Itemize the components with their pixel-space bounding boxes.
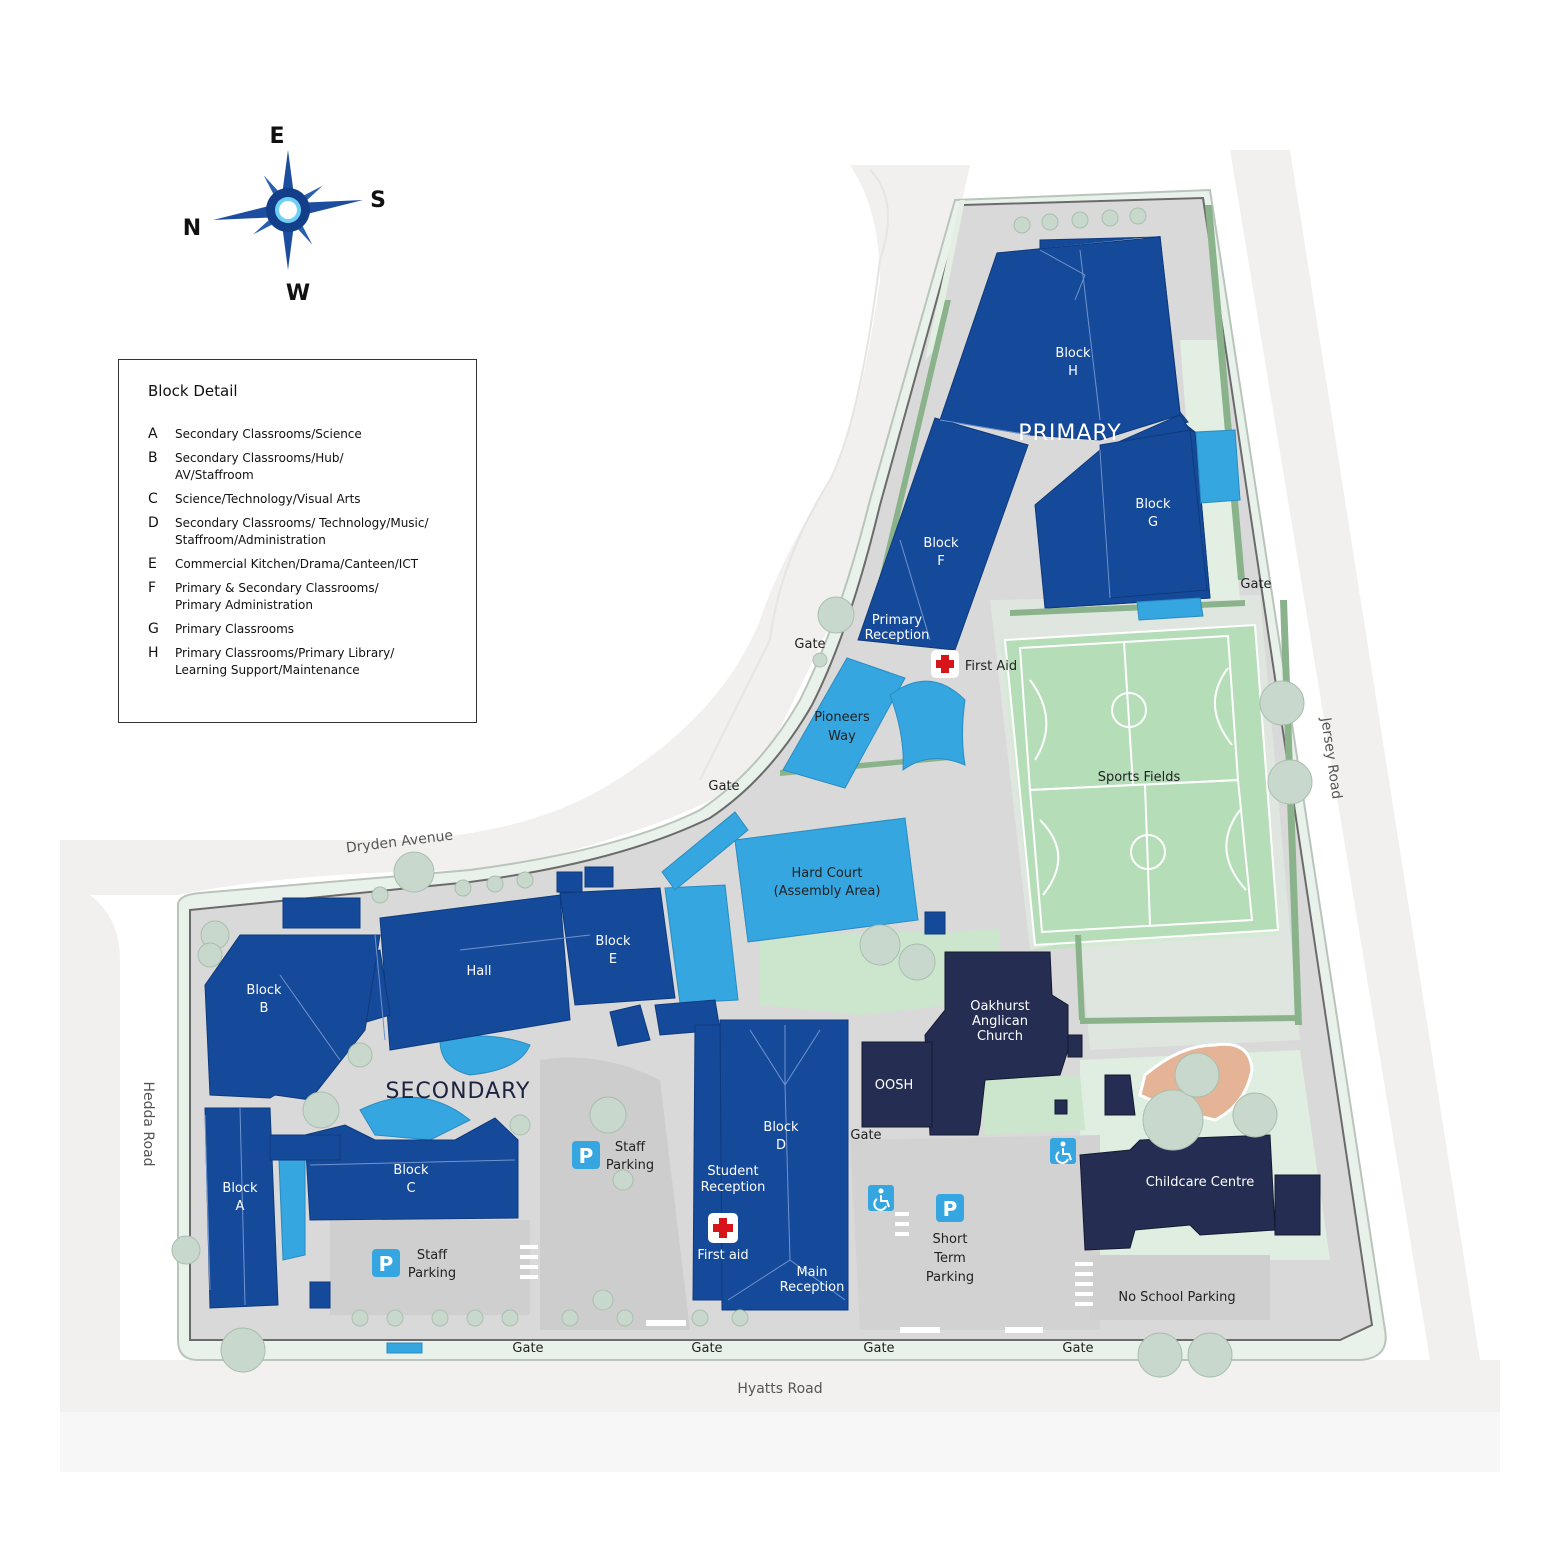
legend-desc: Primary Classrooms/Primary Library/ Lear…	[175, 646, 395, 677]
legend-desc: Secondary Classrooms/Hub/ AV/Staffroom	[175, 451, 344, 482]
legend-key: F	[148, 580, 157, 596]
legend-desc: Primary Classrooms	[175, 622, 295, 636]
accessible-parking-icon	[868, 1185, 894, 1211]
legend-item: F Primary & Secondary Classrooms/ Primary…	[148, 580, 468, 614]
gate-label: Gate	[1240, 577, 1271, 592]
no-school-parking-label: No School Parking	[1118, 1290, 1235, 1305]
roads-layer	[60, 150, 1500, 1472]
pioneers-way-roof	[782, 657, 906, 789]
compass-west-label: W	[286, 281, 310, 306]
legend-item: H Primary Classrooms/Primary Library/ Lea…	[148, 645, 468, 679]
parking-icon: P	[372, 1249, 400, 1277]
childcare-label: Childcare Centre	[1146, 1175, 1255, 1190]
first-aid-icon	[708, 1213, 738, 1243]
legend-item: E Commercial Kitchen/Drama/Canteen/ICT	[148, 556, 468, 573]
legend-key: C	[148, 491, 158, 507]
legend-desc: Science/Technology/Visual Arts	[175, 492, 361, 506]
hard-court-label: Hard Court(Assembly Area)	[774, 866, 881, 899]
legend-desc: Commercial Kitchen/Drama/Canteen/ICT	[175, 557, 419, 571]
gate-marks	[646, 1320, 1043, 1333]
compass-north-label: N	[183, 216, 201, 241]
legend-title: Block Detail	[148, 382, 238, 400]
svg-text:P: P	[379, 1252, 394, 1276]
legend-item: A Secondary Classrooms/Science	[148, 426, 468, 443]
compass-rose	[213, 150, 363, 270]
block-g	[1099, 429, 1208, 599]
light-structures	[278, 429, 1241, 1354]
oosh-building	[861, 1041, 933, 1128]
gate-label: Gate	[850, 1128, 881, 1143]
block-e	[559, 887, 676, 1006]
zone-label-secondary: SECONDARY	[386, 1079, 531, 1104]
svg-text:P: P	[579, 1144, 594, 1168]
dark-buildings	[861, 951, 1321, 1251]
first-aid-label-secondary: First aid	[697, 1248, 748, 1263]
sports-fields	[1003, 623, 1280, 947]
childcare-building	[1079, 1134, 1276, 1251]
block-c	[304, 1117, 519, 1221]
legend-list: A Secondary Classrooms/Science B Secondary…	[148, 426, 468, 686]
hard-court-roof	[734, 817, 919, 943]
gate-label: Gate	[1062, 1341, 1093, 1356]
legend-item: C Science/Technology/Visual Arts	[148, 491, 468, 508]
block-detail-legend: Block Detail A Secondary Classrooms/Scien…	[118, 359, 477, 723]
compass-south-label: S	[370, 188, 386, 213]
trees	[171, 207, 1313, 1378]
gate-label: Gate	[794, 637, 825, 652]
gate-label: Gate	[708, 779, 739, 794]
first-aid-label-primary: First Aid	[965, 659, 1017, 674]
block-f	[857, 417, 1029, 651]
church	[924, 951, 1069, 1136]
secondary-buildings	[204, 866, 946, 1311]
legend-item: D Secondary Classrooms/ Technology/Music/…	[148, 515, 468, 549]
gate-label: Gate	[691, 1341, 722, 1356]
parking-icon: P	[936, 1194, 964, 1222]
compass-east-label: E	[269, 124, 284, 149]
zone-label-primary: PRIMARY	[1018, 421, 1121, 446]
road-label-hyatts: Hyatts Road	[737, 1381, 822, 1397]
legend-desc: Secondary Classrooms/ Technology/Music/ …	[175, 516, 429, 547]
legend-key: G	[148, 621, 159, 637]
parking-icon: P	[572, 1141, 600, 1169]
legend-key: E	[148, 556, 157, 572]
oosh-label: OOSH	[875, 1078, 914, 1093]
legend-desc: Primary & Secondary Classrooms/ Primary …	[175, 581, 379, 612]
svg-text:P: P	[943, 1197, 958, 1221]
crossings	[520, 1212, 1093, 1306]
legend-key: D	[148, 515, 159, 531]
gate-label: Gate	[863, 1341, 894, 1356]
sports-fields-label: Sports Fields	[1098, 770, 1181, 785]
legend-key: A	[148, 426, 158, 442]
legend-key: H	[148, 645, 159, 661]
road-label-hedda: Hedda Road	[140, 1081, 156, 1166]
first-aid-icon	[931, 650, 959, 678]
legend-item: B Secondary Classrooms/Hub/ AV/Staffroom	[148, 450, 468, 484]
legend-key: B	[148, 450, 158, 466]
primary-buildings	[857, 235, 1211, 651]
legend-desc: Secondary Classrooms/Science	[175, 427, 362, 441]
legend-item: G Primary Classrooms	[148, 621, 468, 638]
gate-label: Gate	[512, 1341, 543, 1356]
hall-label: Hall	[467, 964, 492, 979]
accessible-parking-icon	[1050, 1138, 1076, 1164]
